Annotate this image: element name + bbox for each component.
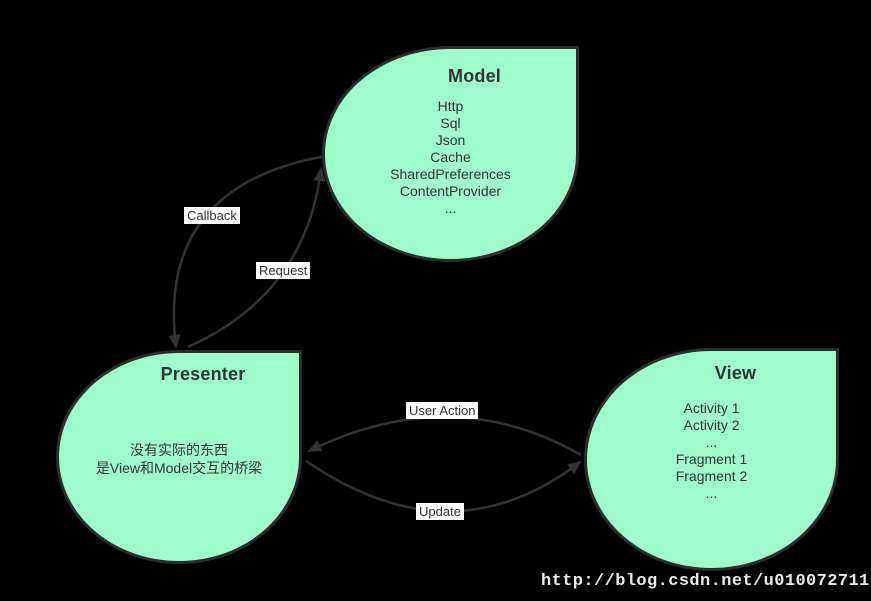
presenter-line: 是View和Model交互的桥梁: [95, 460, 263, 476]
model-line: ContentProvider: [399, 183, 502, 199]
edge-label-callback: Callback: [184, 207, 240, 224]
node-presenter-title: Presenter: [160, 364, 246, 384]
model-line: Cache: [430, 149, 471, 165]
view-line: Fragment 1: [675, 451, 748, 467]
edge-label-user-action: User Action: [406, 402, 479, 419]
node-model-title: Model: [448, 66, 501, 86]
presenter-line: 没有实际的东西: [130, 442, 228, 458]
edge-label-request: Request: [256, 262, 311, 279]
node-view: View Activity 1 Activity 2 ... Fragment …: [584, 348, 839, 571]
node-presenter: Presenter 没有实际的东西 是View和Model交互的桥梁: [56, 350, 302, 564]
arrow-callback-model-to-presenter: [168, 154, 327, 349]
arrow-request-presenter-to-model: [187, 167, 326, 349]
model-line: Http: [437, 98, 464, 114]
view-line: ...: [705, 485, 718, 501]
node-view-body: Activity 1 Activity 2 ... Fragment 1 Fra…: [587, 400, 836, 502]
view-line: Activity 1: [683, 400, 740, 416]
view-line: Activity 2: [683, 417, 740, 433]
model-line: ...: [444, 200, 457, 216]
node-view-title: View: [714, 363, 757, 383]
model-line: Json: [435, 132, 466, 148]
node-presenter-body: 没有实际的东西 是View和Model交互的桥梁: [59, 441, 299, 477]
view-line: ...: [705, 434, 718, 450]
arrow-user-action-view-to-presenter: [307, 415, 582, 457]
model-line: SharedPreferences: [390, 166, 511, 182]
view-line: Fragment 2: [675, 468, 748, 484]
watermark-url: http://blog.csdn.net/u010072711: [541, 572, 870, 591]
edge-label-update: Update: [416, 503, 464, 520]
node-model-body: Http Sql Json Cache SharedPreferences Co…: [325, 98, 576, 217]
model-line: Sql: [440, 115, 461, 131]
node-model: Model Http Sql Json Cache SharedPreferen…: [322, 46, 579, 262]
